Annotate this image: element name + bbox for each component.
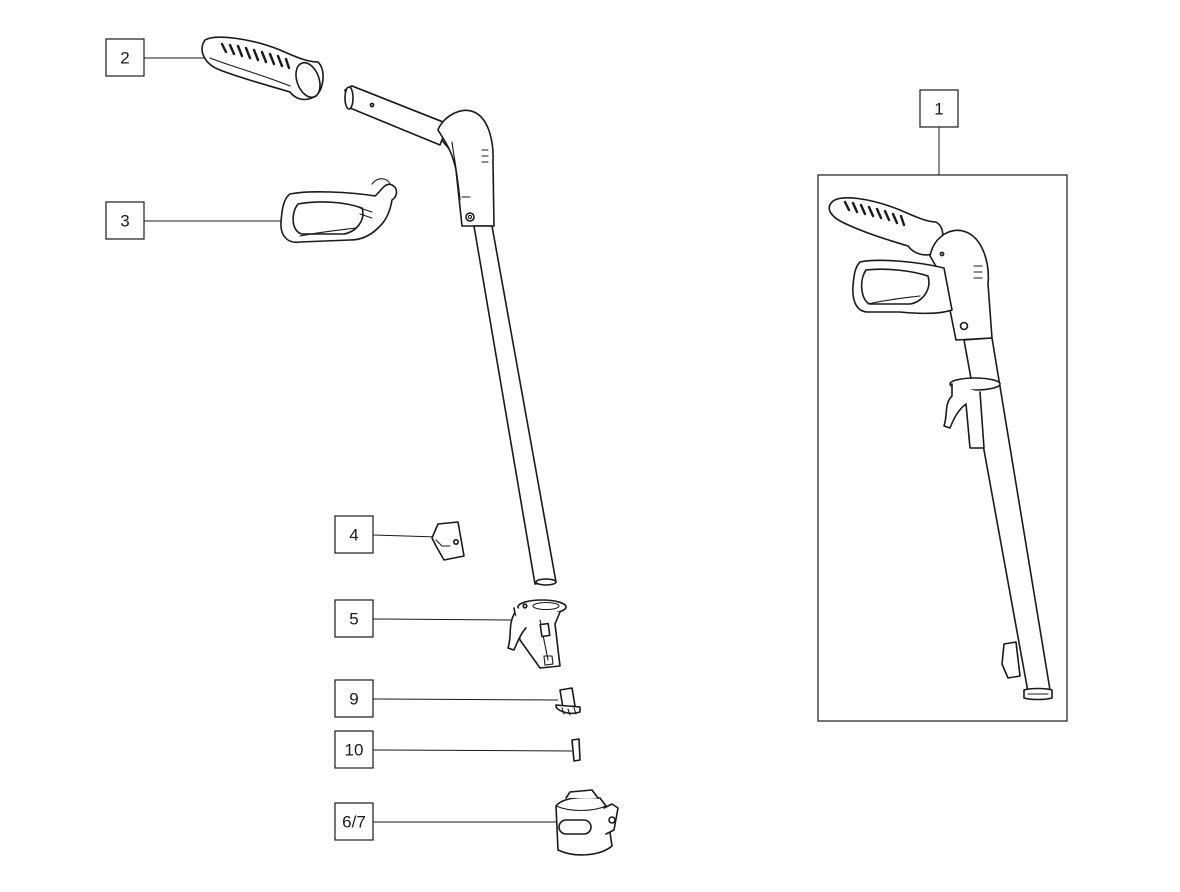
callout-2: 2 [105, 38, 210, 77]
part-collar [555, 789, 619, 856]
callout-9: 9 [334, 679, 559, 718]
part-button [555, 687, 581, 716]
svg-text:1: 1 [934, 100, 943, 119]
callout-1: 1 [919, 89, 959, 175]
svg-text:9: 9 [349, 690, 358, 709]
callout-10: 10 [334, 730, 573, 769]
callout-4: 4 [334, 515, 439, 554]
part-clamp [507, 599, 567, 669]
part-pin [571, 738, 581, 762]
svg-text:6/7: 6/7 [342, 813, 366, 832]
part-loop-handle [280, 178, 398, 244]
part-complete-assembly [828, 197, 1053, 701]
svg-text:10: 10 [345, 741, 364, 760]
svg-text:2: 2 [120, 49, 129, 68]
svg-text:5: 5 [349, 610, 358, 629]
callout-5: 5 [334, 599, 513, 638]
part-handle-grip [201, 36, 324, 101]
svg-text:4: 4 [349, 526, 358, 545]
assembly-frame [817, 174, 1068, 722]
callout-3: 3 [105, 201, 282, 240]
svg-text:3: 3 [120, 212, 129, 231]
callout-6-7: 6/7 [334, 802, 556, 841]
part-main-tube [344, 85, 557, 586]
part-clip [431, 521, 465, 561]
